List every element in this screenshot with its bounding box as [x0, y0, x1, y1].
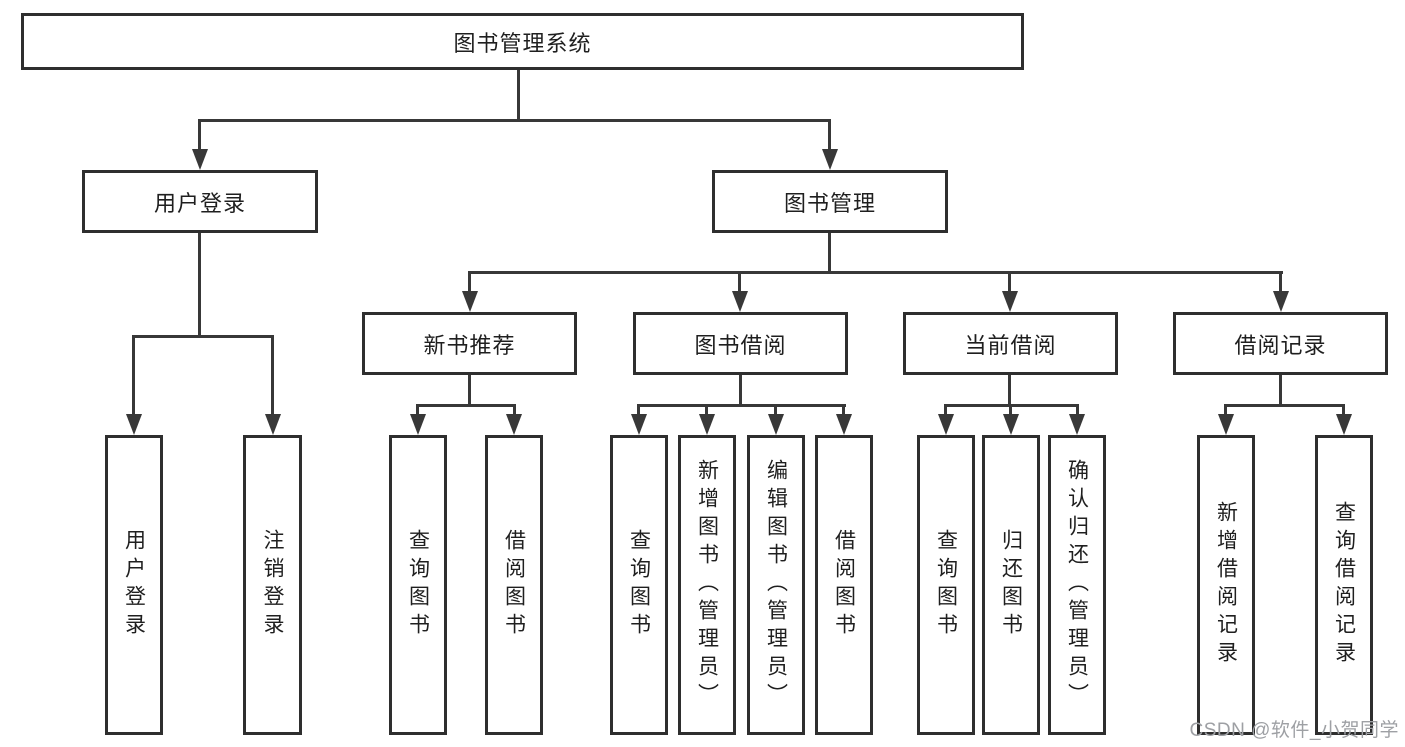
arrow-down-icon — [1273, 291, 1289, 312]
node-user-login: 用户登录 — [82, 170, 318, 233]
connector-stem — [416, 404, 419, 416]
connector-user-login-stub — [198, 233, 201, 337]
leaf-borrow-book: 借阅图书 — [815, 435, 873, 735]
connector-stem — [1076, 404, 1079, 416]
connector-stem-new-book — [468, 271, 471, 292]
arrow-down-icon — [699, 414, 715, 435]
connector-stem — [774, 404, 777, 416]
connector-root-stub — [517, 70, 520, 121]
arrow-down-icon — [265, 414, 281, 435]
arrow-down-icon — [506, 414, 522, 435]
connector-stem — [513, 404, 516, 416]
leaf-label: 确认归还（管理员） — [1065, 459, 1089, 711]
leaf-label: 查询图书 — [406, 529, 430, 641]
connector-groupA-stub — [468, 375, 471, 407]
arrow-down-icon — [410, 414, 426, 435]
arrow-down-icon — [732, 291, 748, 312]
leaf-query-book-borrow: 查询图书 — [610, 435, 668, 735]
arrow-down-icon — [1218, 414, 1234, 435]
arrow-down-icon — [1002, 291, 1018, 312]
leaf-add-book-admin: 新增图书（管理员） — [678, 435, 736, 735]
leaf-label: 新增图书（管理员） — [695, 459, 719, 711]
leaf-query-book-recommend: 查询图书 — [389, 435, 447, 735]
leaf-query-current-borrow: 查询图书 — [917, 435, 975, 735]
arrow-down-icon — [192, 149, 208, 170]
node-book-management: 图书管理 — [712, 170, 948, 233]
arrow-down-icon — [631, 414, 647, 435]
connector-stem — [705, 404, 708, 416]
arrow-down-icon — [938, 414, 954, 435]
leaf-add-borrow-record: 新增借阅记录 — [1197, 435, 1255, 735]
leaf-label: 查询图书 — [627, 529, 651, 641]
leaf-borrow-book-recommend: 借阅图书 — [485, 435, 543, 735]
connector-level3-rail — [468, 271, 1283, 274]
leaf-label: 用户登录 — [122, 529, 146, 641]
leaf-return-book: 归还图书 — [982, 435, 1040, 735]
leaf-label: 查询图书 — [934, 529, 958, 641]
connector-groupD-rail — [1224, 404, 1345, 407]
arrow-down-icon — [768, 414, 784, 435]
leaf-label: 新增借阅记录 — [1214, 501, 1238, 669]
leaf-confirm-return-admin: 确认归还（管理员） — [1048, 435, 1106, 735]
arrow-down-icon — [1336, 414, 1352, 435]
connector-stem-current-borrow — [1008, 271, 1011, 292]
arrow-down-icon — [836, 414, 852, 435]
arrow-down-icon — [126, 414, 142, 435]
connector-groupA-rail — [416, 404, 516, 407]
csdn-watermark: CSDN @软件_小贺同学 — [1189, 720, 1399, 741]
leaf-label: 归还图书 — [999, 529, 1023, 641]
node-borrow-records: 借阅记录 — [1173, 312, 1388, 375]
connector-groupB-stub — [739, 375, 742, 407]
arrow-down-icon — [822, 149, 838, 170]
connector-book-mgmt-stub — [828, 233, 831, 274]
leaf-label: 借阅图书 — [832, 529, 856, 641]
connector-user-login-rail — [132, 335, 274, 338]
leaf-label: 注销登录 — [261, 529, 284, 641]
arrow-down-icon — [1069, 414, 1085, 435]
node-book-borrow: 图书借阅 — [633, 312, 848, 375]
connector-stem-user-login — [198, 119, 201, 150]
leaf-query-borrow-record: 查询借阅记录 — [1315, 435, 1373, 735]
connector-groupC-stub — [1008, 375, 1011, 407]
connector-groupD-stub — [1279, 375, 1282, 407]
leaf-label: 查询借阅记录 — [1332, 501, 1356, 669]
connector-stem-borrow-records — [1279, 271, 1282, 292]
leaf-edit-book-admin: 编辑图书（管理员） — [747, 435, 805, 735]
arrow-down-icon — [462, 291, 478, 312]
connector-stem — [1009, 404, 1012, 416]
connector-stem-leaf-logout — [271, 335, 274, 415]
connector-stem — [1224, 404, 1227, 416]
connector-stem — [842, 404, 845, 416]
connector-stem-book-borrow — [738, 271, 741, 292]
connector-stem-leaf-login — [132, 335, 135, 415]
leaf-label: 借阅图书 — [502, 529, 526, 641]
connector-stem — [1342, 404, 1345, 416]
arrow-down-icon — [1003, 414, 1019, 435]
connector-stem — [637, 404, 640, 416]
connector-level1-rail — [198, 119, 831, 122]
connector-stem — [944, 404, 947, 416]
connector-stem-book-mgmt — [828, 119, 831, 150]
node-root: 图书管理系统 — [21, 13, 1024, 70]
connector-groupB-rail — [637, 404, 846, 407]
leaf-label: 编辑图书（管理员） — [764, 459, 788, 711]
leaf-logout: 注销登录 — [243, 435, 302, 735]
leaf-user-login: 用户登录 — [105, 435, 163, 735]
node-current-borrow: 当前借阅 — [903, 312, 1118, 375]
node-new-book-recommend: 新书推荐 — [362, 312, 577, 375]
